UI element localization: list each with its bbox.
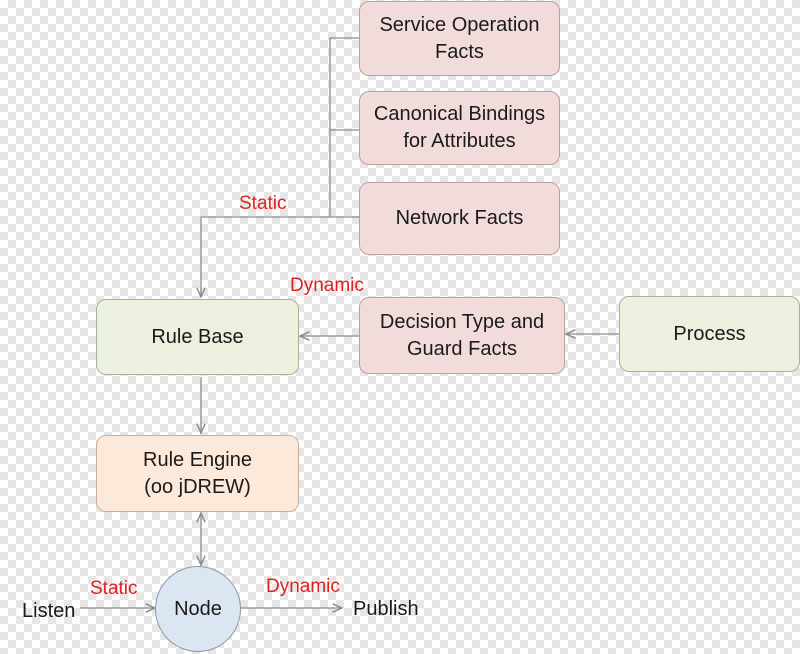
process-text: Process bbox=[673, 322, 746, 345]
rule-engine-box: Rule Engine (oo jDREW) bbox=[96, 435, 299, 512]
rule-base-text: Rule Base bbox=[151, 325, 244, 348]
service-operation-facts-text: Service Operation Facts bbox=[379, 13, 540, 63]
node-circle: Node bbox=[155, 566, 241, 652]
service-operation-facts-box: Service Operation Facts bbox=[359, 1, 560, 76]
publish-text: Publish bbox=[353, 598, 419, 620]
network-facts-box: Network Facts bbox=[359, 182, 560, 255]
decision-type-guard-facts-box: Decision Type and Guard Facts bbox=[359, 297, 565, 374]
decision-type-guard-facts-text: Decision Type and Guard Facts bbox=[379, 310, 545, 360]
static-label-bottom: Static bbox=[90, 578, 138, 599]
node-text: Node bbox=[174, 597, 222, 620]
static-to-rule-base-arrow bbox=[201, 216, 330, 297]
canonical-bindings-text: Canonical Bindings for Attributes bbox=[373, 103, 546, 152]
network-facts-text: Network Facts bbox=[395, 207, 524, 229]
canonical-bindings-box: Canonical Bindings for Attributes bbox=[359, 91, 560, 165]
rule-base-box: Rule Base bbox=[96, 299, 299, 375]
rule-engine-text: Rule Engine (oo jDREW) bbox=[143, 448, 252, 498]
process-box: Process bbox=[619, 296, 800, 372]
listen-text: Listen bbox=[22, 600, 76, 622]
dynamic-label-bottom: Dynamic bbox=[266, 576, 340, 597]
static-facts-bracket bbox=[329, 37, 359, 218]
static-label-top: Static bbox=[239, 193, 287, 214]
dynamic-label-mid: Dynamic bbox=[290, 275, 364, 296]
